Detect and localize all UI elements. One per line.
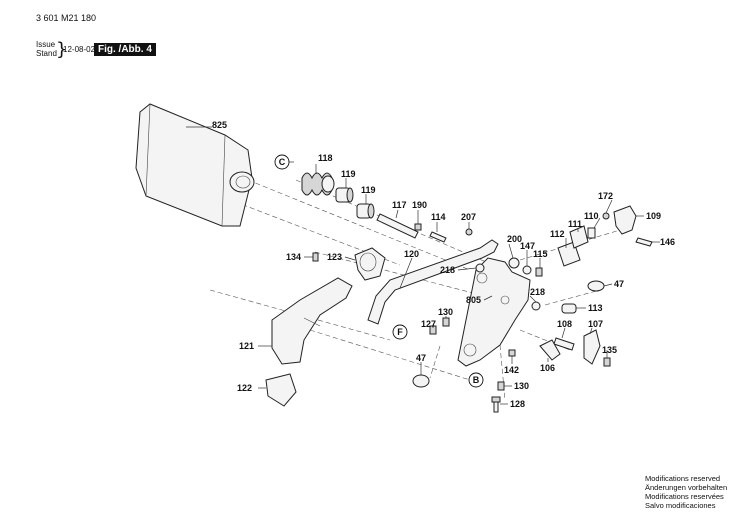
callout-c-label: C xyxy=(279,157,286,167)
issue-label: Issue xyxy=(36,40,56,49)
part-147-washer xyxy=(522,265,532,275)
label-47-b: 47 xyxy=(416,353,426,363)
label-147: 147 xyxy=(520,241,535,251)
label-111: 111 xyxy=(568,219,582,229)
label-122: 122 xyxy=(237,383,252,393)
label-127: 127 xyxy=(421,319,436,329)
label-115: 115 xyxy=(533,249,548,259)
label-107: 107 xyxy=(588,319,603,329)
part-128-bolt xyxy=(491,396,501,413)
label-146: 146 xyxy=(660,237,675,247)
label-805: 805 xyxy=(466,295,481,305)
label-120: 120 xyxy=(404,249,419,259)
callout-c: C xyxy=(274,154,290,170)
note-es: Salvo modificaciones xyxy=(645,501,716,510)
label-135: 135 xyxy=(602,345,617,355)
part-142-nut xyxy=(508,349,516,357)
part-106-latch xyxy=(539,339,561,361)
label-172: 172 xyxy=(598,191,613,201)
callout-f: F xyxy=(392,324,408,340)
label-123: 123 xyxy=(327,252,342,262)
callout-f-label: F xyxy=(397,327,403,337)
figure-label: Fig. /Abb. 4 xyxy=(94,43,156,56)
part-number: 3 601 M21 180 xyxy=(36,13,97,23)
callout-b-label: B xyxy=(473,375,480,385)
part-172-spring xyxy=(602,212,610,220)
stand-label: Stand xyxy=(36,49,57,58)
part-207-pin xyxy=(465,228,473,236)
part-107-lever xyxy=(583,329,601,365)
label-128: 128 xyxy=(510,399,525,409)
label-119-a: 119 xyxy=(341,169,356,179)
label-142: 142 xyxy=(504,365,519,375)
label-130-a: 130 xyxy=(438,307,453,317)
label-207: 207 xyxy=(461,212,476,222)
part-122-flap xyxy=(265,373,297,407)
label-118: 118 xyxy=(318,153,333,163)
part-190-pin xyxy=(414,223,422,231)
part-121-chute xyxy=(271,277,353,365)
assembly-lines xyxy=(209,179,621,401)
label-134: 134 xyxy=(286,252,301,262)
part-114-screw xyxy=(429,231,447,243)
label-112: 112 xyxy=(550,229,565,239)
part-115-screw xyxy=(535,267,543,277)
part-805-bracket xyxy=(457,257,531,367)
part-108-pin xyxy=(553,337,575,351)
part-118-spring xyxy=(301,172,335,196)
label-200: 200 xyxy=(507,234,522,244)
label-119-b: 119 xyxy=(361,185,376,195)
part-130-screw-lower xyxy=(497,381,505,391)
label-825: 825 xyxy=(212,120,227,130)
label-114: 114 xyxy=(431,212,446,222)
part-130-screw-upper xyxy=(442,317,450,327)
part-120-arm xyxy=(367,239,499,325)
leader-lines xyxy=(186,126,660,405)
note-en: Modifications reserved xyxy=(645,474,721,483)
note-de: Änderungen vorbehalten xyxy=(645,483,728,492)
part-200-washer xyxy=(508,257,520,269)
issue-date: 12-08-02 xyxy=(63,45,96,54)
part-117-rod xyxy=(376,213,419,239)
part-218-washer xyxy=(475,263,541,311)
part-47-washer-lower xyxy=(412,374,430,388)
part-labels: 825 118 119 119 117 190 114 207 200 147 … xyxy=(212,120,675,409)
note-fr: Modifications reservées xyxy=(645,492,724,501)
label-218-a: 218 xyxy=(440,265,455,275)
part-135-screw xyxy=(603,357,611,367)
callout-b: B xyxy=(468,372,484,388)
label-109: 109 xyxy=(646,211,661,221)
part-111-plate xyxy=(569,225,589,249)
label-110: 110 xyxy=(584,211,599,221)
part-113-bushing xyxy=(561,303,577,314)
part-119-bushings xyxy=(335,187,375,219)
part-134-screw xyxy=(312,252,319,262)
label-113: 113 xyxy=(588,303,603,313)
part-123-elbow xyxy=(354,247,386,281)
part-146-screw xyxy=(635,237,653,247)
label-117: 117 xyxy=(392,200,407,210)
label-108: 108 xyxy=(557,319,572,329)
part-110-clip xyxy=(587,227,596,239)
part-47-washer-upper xyxy=(587,280,605,292)
label-106: 106 xyxy=(540,363,555,373)
label-121: 121 xyxy=(239,341,254,351)
part-825-blade-guard xyxy=(135,103,255,227)
label-130-b: 130 xyxy=(514,381,529,391)
issue-brace: } xyxy=(56,39,68,60)
label-47-a: 47 xyxy=(614,279,624,289)
label-218-b: 218 xyxy=(530,287,545,297)
label-190: 190 xyxy=(412,200,427,210)
part-109-lever xyxy=(613,205,637,235)
